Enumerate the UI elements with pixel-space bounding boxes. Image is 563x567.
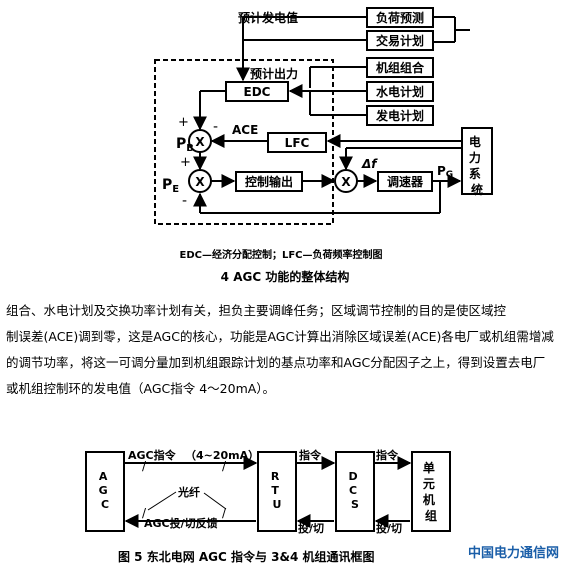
- ps-char-3: 系: [469, 166, 481, 181]
- box-unit-combo: 机组组合: [366, 57, 434, 78]
- paragraph-line-4: 或机组控制环的发电值（AGC指令 4～20mA）。: [6, 381, 276, 396]
- unit-char-3: 机: [423, 492, 435, 507]
- agc-char-1: A: [99, 470, 108, 483]
- fig4-caption: 4 AGC 功能的整体结构: [221, 269, 350, 284]
- planned-output-label: 预计出力: [250, 66, 298, 81]
- pe-label: PE: [162, 177, 179, 195]
- figure-4: 负荷预测 交易计划 机组组合 水电计划 发电计划 预计发电值: [154, 7, 493, 284]
- fiber-break-3: /: [142, 506, 147, 520]
- figure-5: A G C R T U D C S 单 元: [85, 448, 451, 564]
- planned-generation-label: 预计发电值: [238, 10, 298, 25]
- sum-bottom-plus: +: [180, 155, 191, 170]
- sum-bottom-minus: -: [182, 193, 187, 209]
- box-lfc: LFC: [267, 132, 327, 153]
- ps-char-1: 电: [469, 134, 481, 149]
- paragraph-line-2: 制误差(ACE)调到零，这是AGC的核心，功能是AGC计算出消除区域误差(ACE…: [6, 329, 554, 344]
- box-dcs: D C S: [335, 451, 375, 532]
- agc-label: A G C: [99, 470, 112, 511]
- agc-char-3: C: [101, 498, 109, 511]
- hydro-plan-label: 水电计划: [376, 84, 424, 99]
- control-output-label: 控制输出: [245, 174, 293, 189]
- power-system-label: 电 力 系 统: [469, 134, 485, 197]
- box-rtu: R T U: [257, 451, 297, 532]
- box-trade-plan: 交易计划: [366, 30, 434, 51]
- watermark: 中国电力通信网: [467, 546, 559, 561]
- box-load-forecast: 负荷预测: [366, 7, 434, 28]
- box-edc: EDC: [225, 81, 289, 102]
- fiber-label: 光纤: [177, 485, 200, 499]
- sum-right-symbol: X: [341, 175, 351, 189]
- cmd3-label: 指令: [376, 448, 399, 462]
- agc-cmd-label: AGC指令: [128, 448, 177, 462]
- summing-junction-bottom: X: [188, 169, 212, 193]
- gen-plan-label: 发电计划: [375, 108, 424, 123]
- box-gen-plan: 发电计划: [366, 105, 434, 126]
- pb-label: PB: [176, 136, 194, 154]
- paragraph-line-3: 的调节功率，将这一可调分量加到机组跟踪计划的基点功率和AGC分配因子之上，得到设…: [6, 355, 546, 370]
- box-power-system: 电 力 系 统: [461, 127, 493, 197]
- unit-char-4: 组: [425, 508, 437, 523]
- box-agc: A G C: [85, 451, 125, 532]
- box-governor: 调速器: [377, 171, 433, 192]
- current-range-label: （4~20mA）: [185, 449, 259, 462]
- paragraph-line-1: 组合、水电计划及交换功率计划有关，担负主要调峰任务；区域调节控制的目的是使区域控: [6, 303, 507, 318]
- cmd2-label: 指令: [299, 448, 322, 462]
- rtu-char-2: T: [271, 484, 279, 497]
- trade-plan-label: 交易计划: [376, 33, 424, 48]
- edc-label: EDC: [244, 85, 271, 99]
- dcs-label: D C S: [349, 470, 362, 511]
- rtu-label: R T U: [271, 470, 283, 511]
- sum-bottom-symbol: X: [195, 175, 205, 189]
- box-hydro-plan: 水电计划: [366, 81, 434, 102]
- feedback-label: AGC投/切反馈: [144, 516, 218, 530]
- load-forecast-label: 负荷预测: [376, 10, 424, 25]
- pg-label: PG: [437, 164, 453, 180]
- delta-f-label: Δf: [361, 157, 378, 171]
- ace-label: ACE: [232, 123, 258, 137]
- agc-char-2: G: [99, 484, 108, 497]
- ps-char-4: 统: [471, 182, 483, 197]
- fiber-break-1: /: [142, 459, 147, 473]
- dcs-char-2: C: [349, 484, 357, 497]
- dcs-char-3: S: [351, 498, 359, 511]
- unit-label: 单 元 机 组: [423, 460, 439, 523]
- unit-char-1: 单: [423, 460, 435, 475]
- dcs-char-1: D: [349, 470, 358, 483]
- rtu-char-1: R: [271, 470, 280, 483]
- rtu-char-3: U: [273, 498, 282, 511]
- onoff2-label: 投/切: [298, 521, 324, 535]
- fiber-break-2: /: [222, 459, 227, 473]
- lfc-label: LFC: [285, 136, 310, 150]
- unit-combo-label: 机组组合: [376, 60, 425, 75]
- ps-char-2: 力: [469, 150, 481, 165]
- fig5-caption: 图 5 东北电网 AGC 指令与 3&4 机组通讯框图: [118, 549, 375, 564]
- fig4-legend: EDC—经济分配控制；LFC—负荷频率控制图: [179, 248, 382, 261]
- summing-junction-right: X: [334, 169, 358, 193]
- box-unit: 单 元 机 组: [411, 451, 451, 532]
- governor-label: 调速器: [387, 174, 424, 189]
- onoff3-label: 投/切: [376, 521, 402, 535]
- sum-top-plus: +: [178, 115, 189, 130]
- sum-top-minus: -: [213, 119, 218, 135]
- unit-char-2: 元: [423, 477, 435, 491]
- sum-top-symbol: X: [195, 135, 205, 149]
- box-control-output: 控制输出: [235, 171, 303, 192]
- fiber-break-4: /: [222, 506, 227, 520]
